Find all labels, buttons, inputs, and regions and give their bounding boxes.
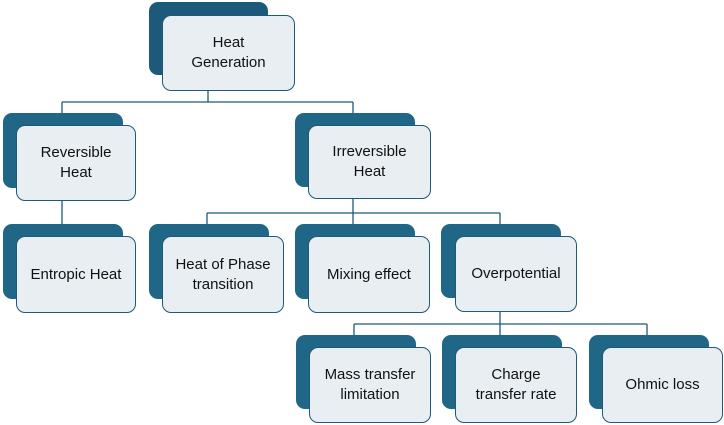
node-reversible-heat: Reversible Heat — [3, 113, 136, 201]
node-label: Heat of Phase transition — [175, 255, 271, 293]
node-front-box: Heat Generation — [162, 15, 295, 91]
node-heat-of-phase-transition: Heat of Phase transition — [149, 224, 285, 313]
node-ohmic-loss: Ohmic loss — [589, 335, 723, 423]
node-entropic-heat: Entropic Heat — [3, 224, 136, 313]
node-label: Overpotential — [471, 265, 561, 282]
node-front-box: Mixing effect — [308, 236, 430, 313]
node-front-box: Mass transfer limitation — [309, 347, 431, 423]
node-front-box: Entropic Heat — [16, 236, 136, 313]
node-front-box: Irreversible Heat — [308, 125, 431, 199]
node-front-box: Charge transfer rate — [455, 347, 577, 423]
node-front-box: Reversible Heat — [16, 125, 136, 201]
node-front-box: Heat of Phase transition — [162, 236, 284, 313]
node-front-box: Ohmic loss — [602, 347, 723, 423]
node-mixing-effect: Mixing effect — [295, 224, 431, 313]
node-label: Heat Generation — [191, 34, 266, 71]
node-mass-transfer-limitation: Mass transfer limitation — [296, 335, 431, 423]
node-overpotential: Overpotential — [441, 224, 578, 312]
node-irreversible-heat: Irreversible Heat — [295, 113, 431, 199]
node-label: Ohmic loss — [625, 376, 700, 393]
node-label: Reversible Heat — [40, 144, 112, 181]
node-label: Mass transfer limitation — [324, 366, 416, 403]
node-heat-generation: Heat Generation — [149, 2, 296, 91]
node-label: Irreversible Heat — [332, 143, 407, 180]
node-label: Charge transfer rate — [475, 366, 557, 403]
node-label: Mixing effect — [327, 265, 411, 283]
node-label: Entropic Heat — [30, 265, 122, 283]
node-front-box: Overpotential — [455, 236, 577, 312]
node-charge-transfer-rate: Charge transfer rate — [442, 335, 577, 423]
